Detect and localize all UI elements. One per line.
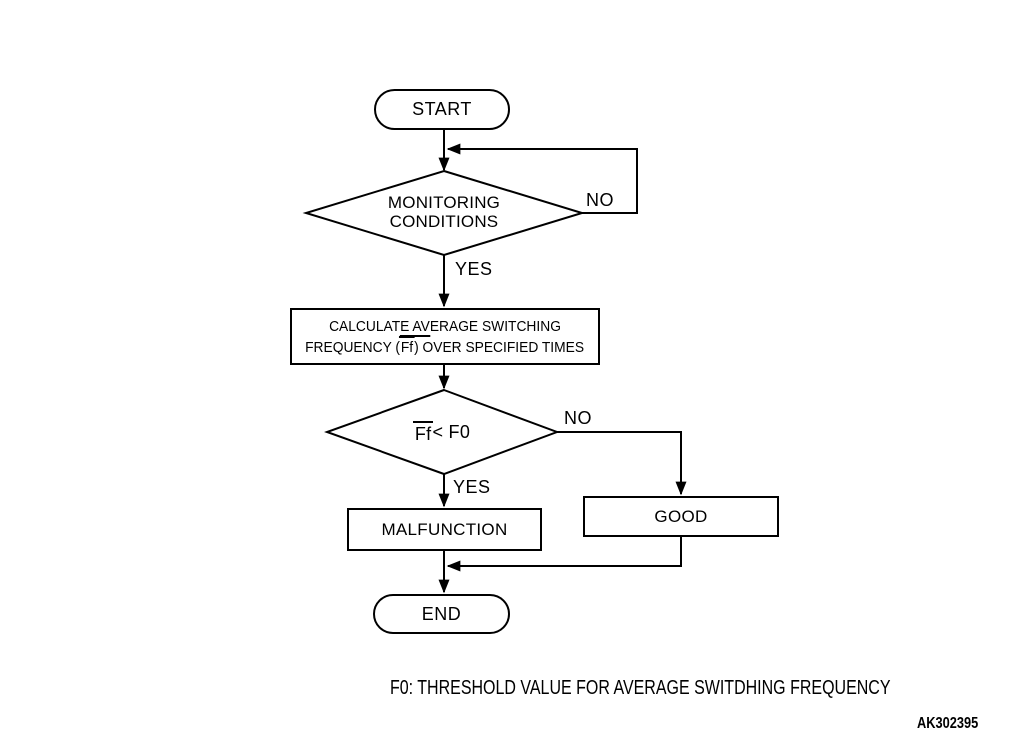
connector-good-to-merge xyxy=(446,537,682,572)
calc-line1-pre: CALCULAT xyxy=(329,317,401,335)
threshold-yes-label: YES xyxy=(453,477,491,497)
connector-threshold-no-to-good xyxy=(557,431,687,496)
end-node: END xyxy=(373,594,510,634)
good-label: GOOD xyxy=(654,506,708,526)
threshold-diamond-shape xyxy=(324,388,560,476)
start-node: START xyxy=(374,89,510,130)
start-label: START xyxy=(412,99,472,119)
calc-line1: CALCULATE AVERAGE SWITCHING xyxy=(329,317,561,337)
calc-line2: FREQUENCY (Ff) OVER SPECIFIED TIMES xyxy=(305,335,585,357)
figure-code: AK302395 xyxy=(917,715,979,732)
calc-line1-underlined: E AV xyxy=(400,317,430,337)
malfunction-label: MALFUNCTION xyxy=(381,519,508,539)
malfunction-node: MALFUNCTION xyxy=(347,508,542,551)
footnote-text: F0: THRESHOLD VALUE FOR AVERAGE SWITDHIN… xyxy=(390,677,891,699)
monitoring-yes-label: YES xyxy=(455,259,493,279)
connector-monitoring-no-loop xyxy=(446,143,638,214)
calc-line2-post: ) OVER SPECIFIED TIMES xyxy=(414,338,585,356)
calc-line2-pre: FREQUENCY ( xyxy=(305,338,401,356)
good-node: GOOD xyxy=(583,496,779,537)
monitoring-no-label: NO xyxy=(586,190,614,210)
calc-line1-post: ERAGE SWITCHING xyxy=(429,317,561,335)
calc-line2-ff-overbar: Ff xyxy=(399,335,416,355)
end-label: END xyxy=(421,603,462,624)
monitoring-diamond-shape xyxy=(302,169,586,257)
calc-process-node: CALCULATE AVERAGE SWITCHING FREQUENCY (F… xyxy=(290,308,600,365)
threshold-no-label: NO xyxy=(564,408,592,428)
